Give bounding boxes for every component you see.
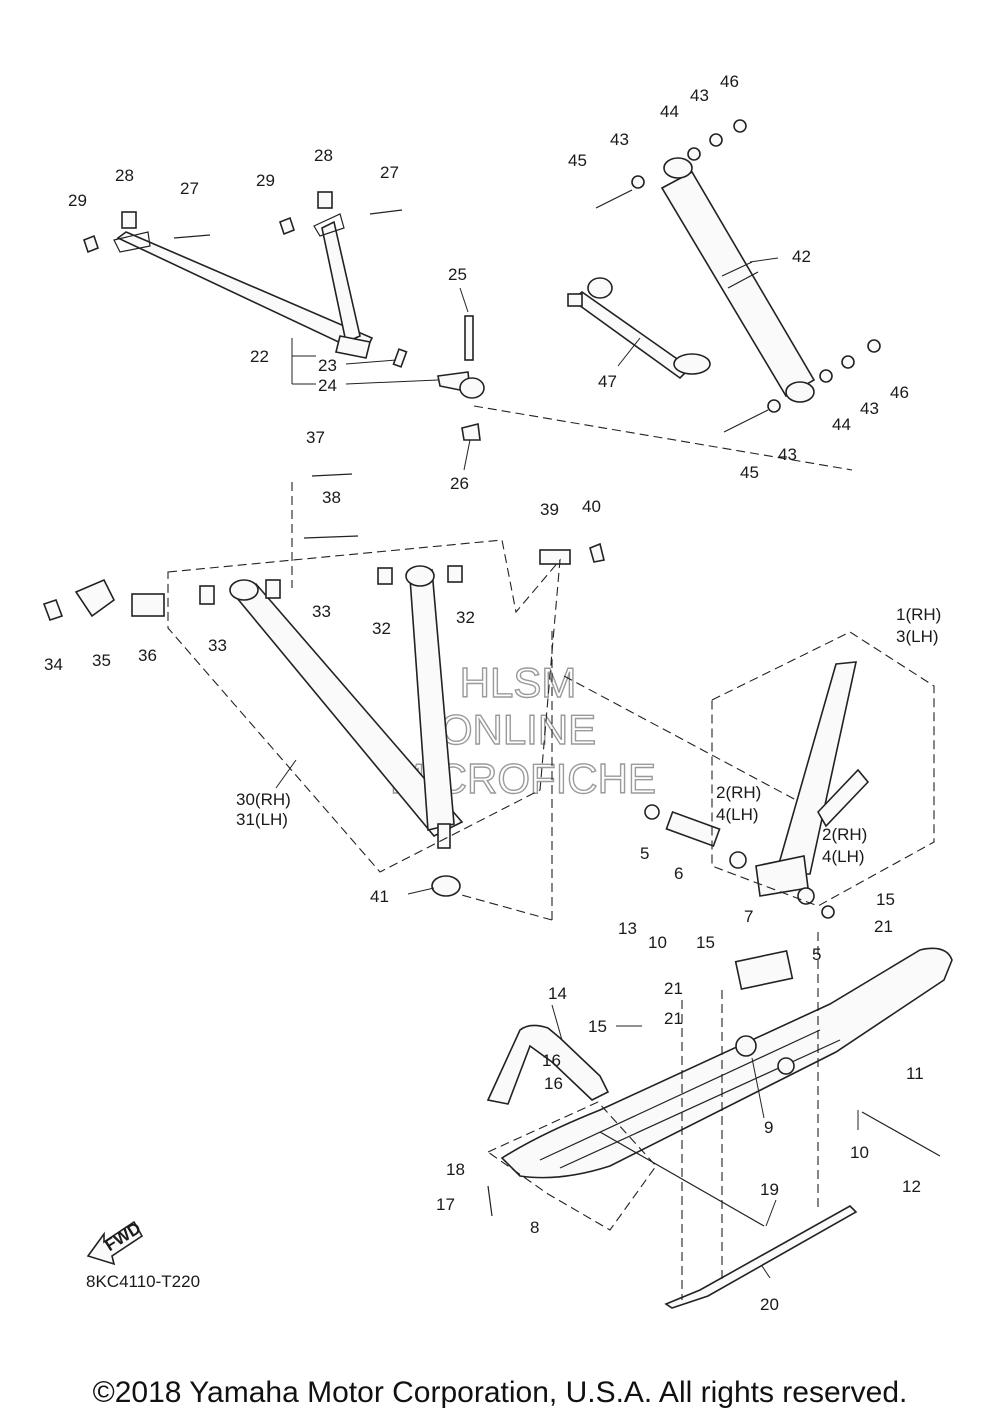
callout-30: 30(RH) [236,790,291,809]
callout-32b: 32 [456,608,475,627]
callout-35: 35 [92,651,111,670]
callout-43d: 43 [778,445,797,464]
shock-absorber-drawing [595,119,881,433]
callout-32a: 32 [372,619,391,638]
callout-27a: 27 [180,179,199,198]
callout-labels: 1(RH) 3(LH) 2(RH) 4(LH) 2(RH) 4(LH) 5 5 … [44,72,941,1314]
callout-42: 42 [792,247,811,266]
callout-15c: 15 [588,1017,607,1036]
callout-27b: 27 [380,163,399,182]
callout-4a: 4(LH) [716,805,759,824]
callout-6: 6 [674,864,683,883]
callout-34: 34 [44,655,63,674]
callout-28b: 28 [314,146,333,165]
callout-24: 24 [318,376,337,395]
callout-7: 7 [744,907,753,926]
leader-lines [275,257,859,1279]
copyright-notice: ©2018 Yamaha Motor Corporation, U.S.A. A… [92,1376,908,1409]
callout-43a: 43 [610,130,629,149]
callout-26: 26 [450,474,469,493]
callout-45a: 45 [568,151,587,170]
callout-41: 41 [370,887,389,906]
callout-12: 12 [902,1177,921,1196]
callout-21a: 21 [874,917,893,936]
callout-44a: 44 [660,102,679,121]
callout-47: 47 [598,372,617,391]
callout-16b: 16 [544,1074,563,1093]
callout-25: 25 [448,265,467,284]
lower-a-arm-drawing [42,473,605,897]
callout-38: 38 [322,488,341,507]
part-47-drawing [567,277,711,380]
callout-28a: 28 [115,166,134,185]
callout-22: 22 [250,347,269,366]
callout-17: 17 [436,1195,455,1214]
callout-14: 14 [548,984,567,1003]
callout-21b: 21 [664,979,683,998]
spindle-drawing [644,661,870,919]
upper-a-arm-drawing [83,191,485,441]
callout-29b: 29 [256,171,275,190]
callout-18: 18 [446,1160,465,1179]
callout-5b: 5 [812,945,821,964]
fwd-arrow-icon: FWD [86,1218,144,1266]
callout-2a: 2(RH) [716,783,761,802]
callout-1: 1(RH) [896,605,941,624]
callout-9: 9 [764,1118,773,1137]
callout-8: 8 [530,1218,539,1237]
diagram-code: 8KC4110-T220 [86,1272,200,1291]
callout-20: 20 [760,1295,779,1314]
callout-5a: 5 [640,844,649,863]
callout-19: 19 [760,1180,779,1199]
callout-46b: 46 [890,383,909,402]
callout-43b: 43 [690,86,709,105]
callout-31: 31(LH) [236,810,288,829]
callout-10a: 10 [648,933,667,952]
callout-15b: 15 [876,890,895,909]
callout-43c: 43 [860,399,879,418]
callout-36: 36 [138,646,157,665]
callout-39: 39 [540,500,559,519]
callout-33a: 33 [312,602,331,621]
watermark-line1: HLSM [460,659,577,706]
callout-29a: 29 [68,191,87,210]
callout-45b: 45 [740,463,759,482]
callout-40: 40 [582,497,601,516]
callout-33b: 33 [208,636,227,655]
callout-13: 13 [618,919,637,938]
callout-16a: 16 [542,1051,561,1070]
callout-2b: 2(RH) [822,825,867,844]
callout-3: 3(LH) [896,627,939,646]
callout-46a: 46 [720,72,739,91]
callout-4b: 4(LH) [822,847,865,866]
callout-23: 23 [318,356,337,375]
callout-37: 37 [306,428,325,447]
callout-10b: 10 [850,1143,869,1162]
callout-15a: 15 [696,933,715,952]
callout-21c: 21 [664,1009,683,1028]
callout-44b: 44 [832,415,851,434]
watermark-line2: ONLINE [440,706,596,753]
assembly-group-lines [167,405,935,1300]
callout-11: 11 [906,1064,924,1083]
